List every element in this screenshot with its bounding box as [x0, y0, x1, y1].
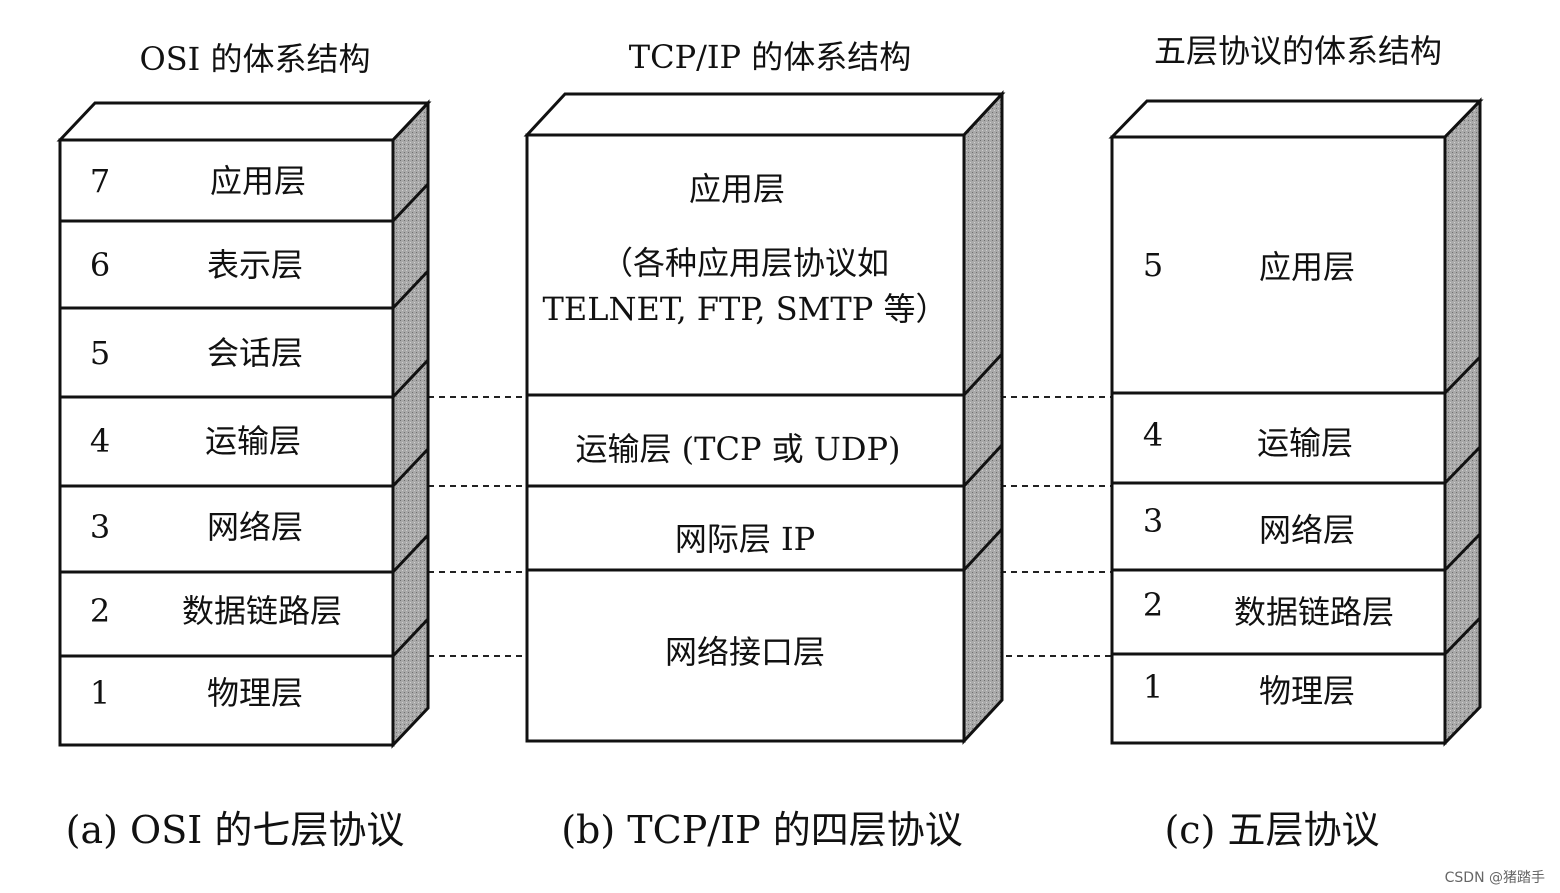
osi-side-edge	[391, 447, 430, 488]
tcpip-side-edge	[962, 527, 1004, 572]
five-layer-4-name: 运输层	[1257, 424, 1353, 462]
five-layer-stack: 五层协议的体系结构 5 应用层 4 运输层 3 网络层 2 数据链路层 1 物理…	[1108, 32, 1484, 852]
osi-stack: OSI 的体系结构 7 应用层 6 表示层 5 会话层 4 运输层 3 网络层 …	[56, 40, 432, 852]
osi-caption: (a) OSI 的七层协议	[66, 808, 405, 852]
osi-layer-4-name: 运输层	[205, 422, 301, 460]
tcpip-stack-front-face	[525, 133, 966, 743]
osi-stack-top-face	[56, 101, 432, 142]
five-layer-4-number: 4	[1143, 416, 1163, 454]
tcpip-application-layer-note-1: （各种应用层协议如	[601, 244, 889, 282]
five-layer-5-number: 5	[1143, 246, 1163, 284]
five-layer-1-number: 1	[1143, 668, 1163, 706]
five-side-edge	[1443, 532, 1482, 572]
five-side-edge	[1443, 355, 1482, 395]
five-layer-5-name: 应用层	[1259, 248, 1355, 286]
five-title: 五层协议的体系结构	[1154, 32, 1442, 70]
osi-title: OSI 的体系结构	[140, 40, 371, 78]
osi-layer-3-name: 网络层	[207, 508, 303, 546]
five-layer-2-name: 数据链路层	[1234, 593, 1394, 631]
tcpip-stack-side-face	[962, 90, 1004, 745]
osi-layer-6-name: 表示层	[207, 246, 303, 284]
five-layer-3-name: 网络层	[1259, 511, 1355, 549]
watermark: CSDN @猪踏手	[1445, 870, 1545, 886]
osi-layer-2-name: 数据链路层	[182, 592, 342, 630]
osi-side-edge	[391, 269, 430, 310]
tcpip-caption: (b) TCP/IP 的四层协议	[561, 808, 963, 852]
osi-layer-4-number: 4	[90, 422, 110, 460]
osi-layer-5-name: 会话层	[207, 334, 303, 372]
tcpip-transport-layer-name: 运输层 (TCP 或 UDP)	[575, 430, 900, 468]
osi-layer-7-number: 7	[90, 162, 110, 200]
tcpip-internet-layer-name: 网际层 IP	[675, 520, 815, 558]
five-layer-2-number: 2	[1143, 586, 1163, 624]
osi-side-edge	[391, 182, 430, 223]
tcpip-stack: TCP/IP 的体系结构 应用层 （各种应用层协议如 TELNET, FTP, …	[523, 38, 1006, 852]
osi-side-edge	[391, 533, 430, 574]
five-stack-top-face	[1108, 99, 1484, 139]
osi-layer-6-number: 6	[90, 246, 110, 284]
osi-layer-2-number: 2	[90, 592, 110, 630]
five-caption: (c) 五层协议	[1164, 808, 1379, 852]
osi-layer-3-number: 3	[90, 508, 110, 546]
osi-layer-5-number: 5	[90, 334, 110, 372]
five-side-edge	[1443, 616, 1482, 656]
tcpip-title: TCP/IP 的体系结构	[629, 38, 912, 76]
tcpip-stack-top-face	[523, 92, 1006, 137]
five-layer-1-name: 物理层	[1259, 672, 1355, 710]
osi-side-edge	[391, 617, 430, 658]
osi-stack-front-face	[58, 138, 395, 747]
five-stack-front-face	[1110, 135, 1447, 745]
osi-layer-7-name: 应用层	[210, 162, 306, 200]
tcpip-application-layer-note-2: TELNET, FTP, SMTP 等）	[543, 290, 948, 328]
tcpip-side-edge	[962, 443, 1004, 488]
osi-layer-1-number: 1	[90, 674, 110, 712]
five-side-edge	[1443, 445, 1482, 485]
tcpip-side-edge	[962, 352, 1004, 397]
osi-layer-1-name: 物理层	[207, 674, 303, 712]
tcpip-network-interface-layer-name: 网络接口层	[665, 633, 825, 671]
five-layer-3-number: 3	[1143, 502, 1163, 540]
osi-side-edge	[391, 358, 430, 399]
tcpip-application-layer-name: 应用层	[689, 170, 785, 208]
